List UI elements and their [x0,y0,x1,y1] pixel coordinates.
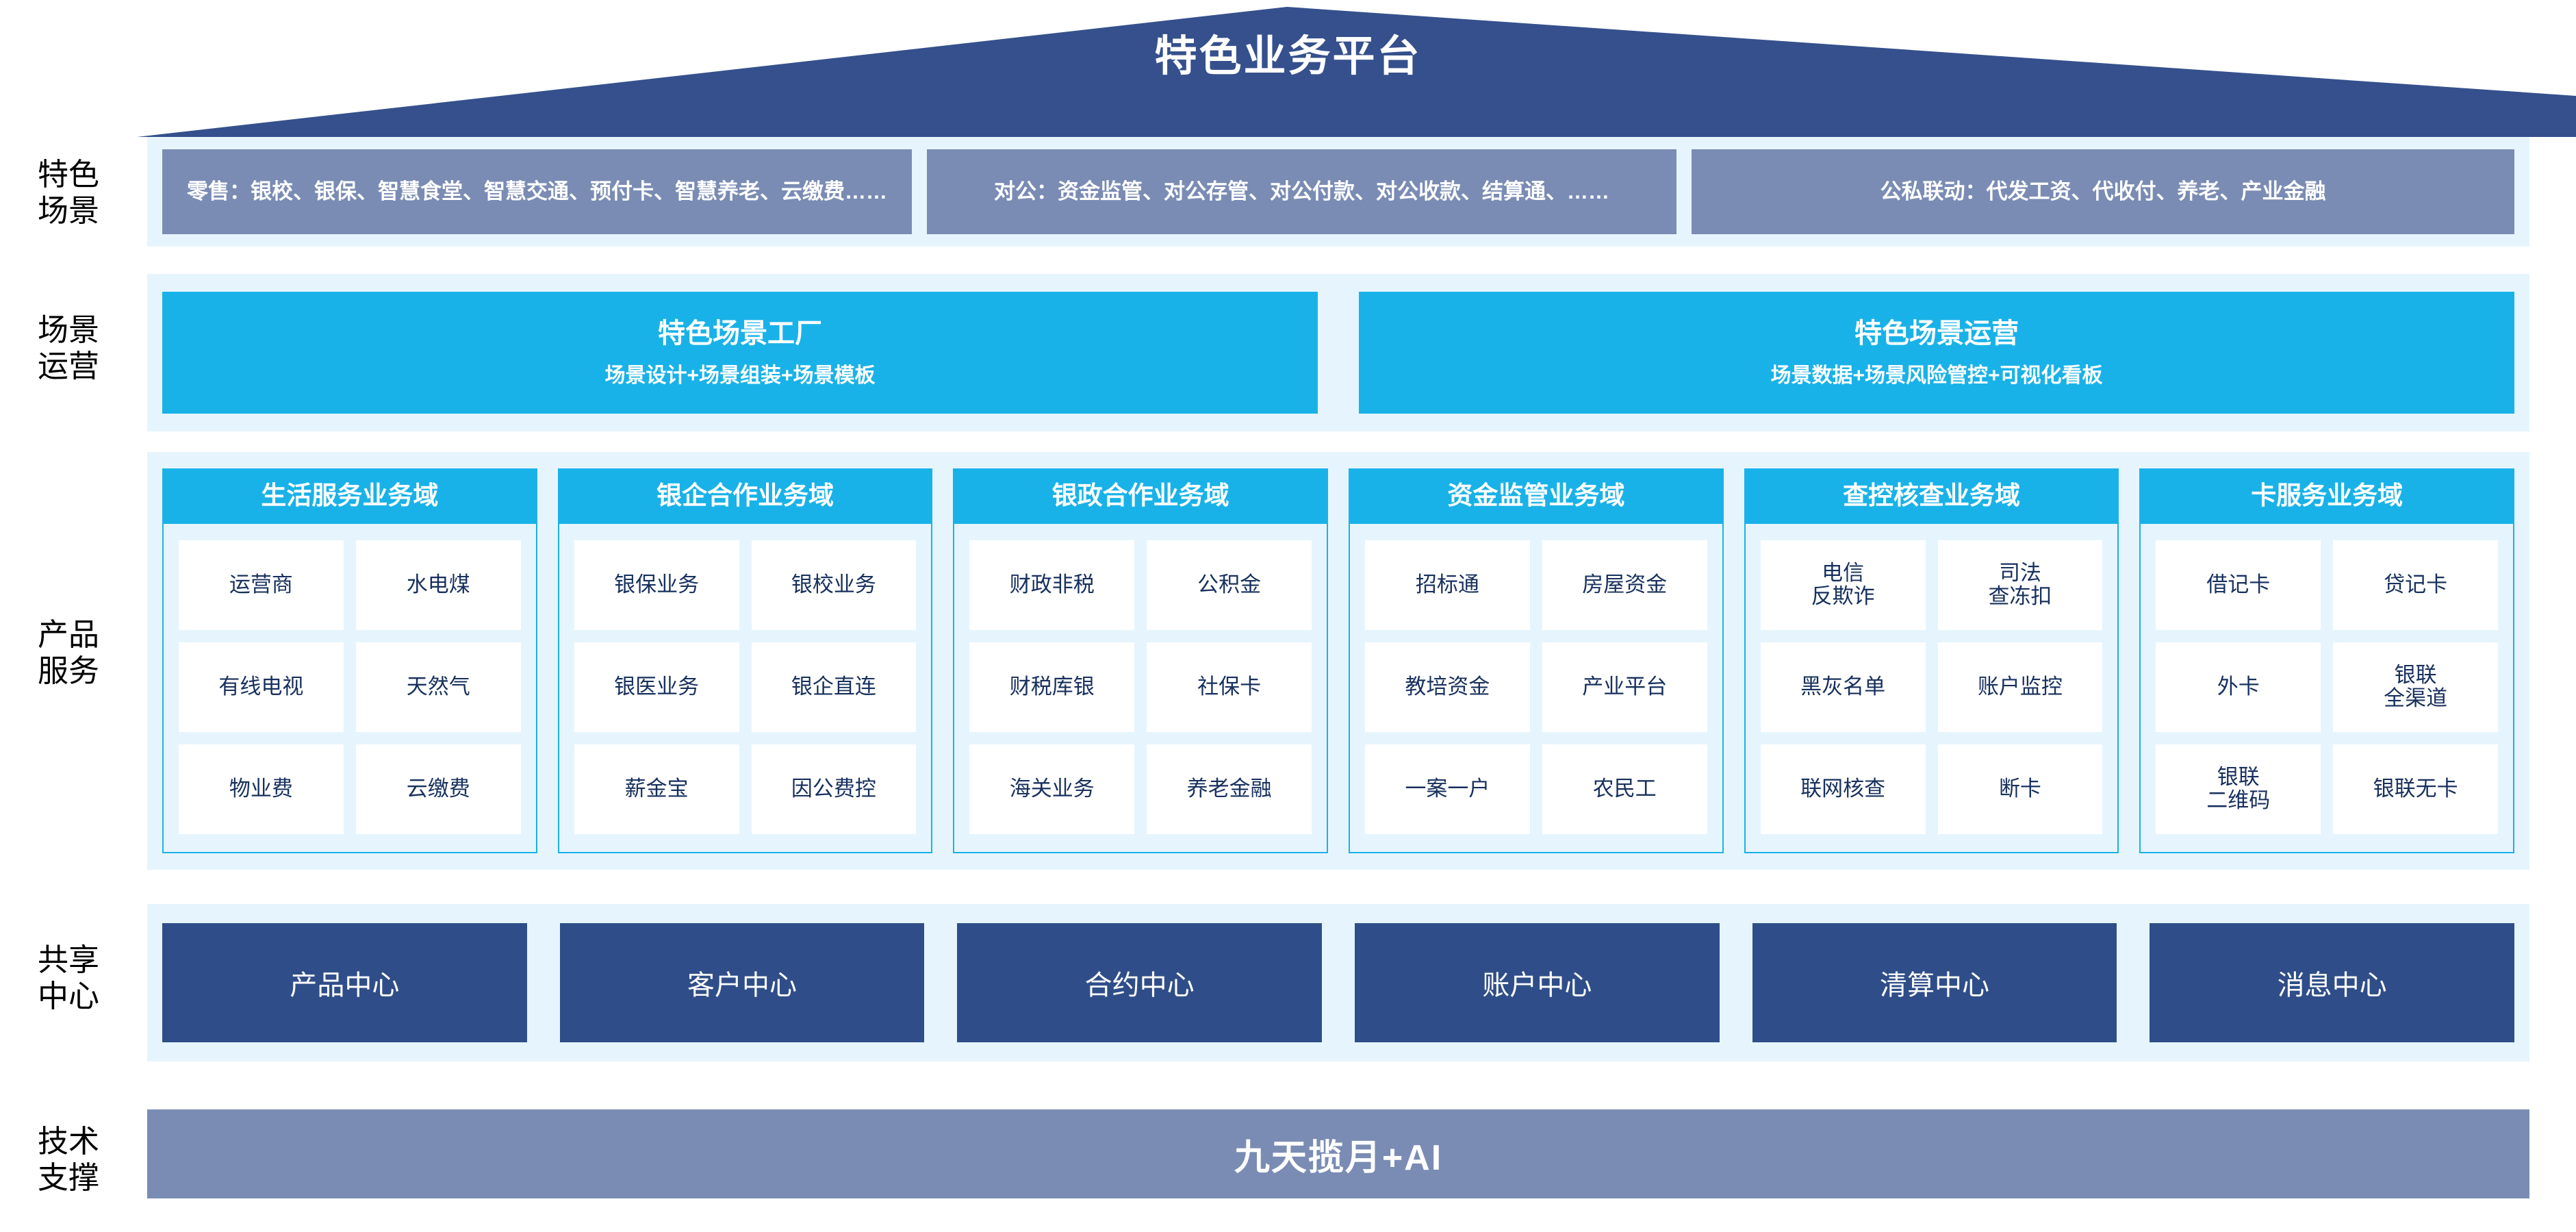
domain-column-card-services[interactable]: 卡服务业务域 借记卡 贷记卡 外卡 银联 全渠道 银联 二维码 银联无卡 [2139,468,2515,853]
shared-center-contract[interactable]: 合约中心 [957,923,1323,1042]
shared-center-list: 产品中心 客户中心 合约中心 账户中心 清算中心 消息中心 [162,923,2515,1042]
domain-item[interactable]: 银医业务 [574,642,739,732]
shared-center-customer[interactable]: 客户中心 [559,923,925,1042]
operations-subtitle: 场景数据+场景风险管控+可视化看板 [1770,364,2103,387]
domain-item[interactable]: 天然气 [355,642,521,732]
domain-item[interactable]: 社保卡 [1147,642,1312,732]
domain-title: 银政合作业务域 [954,470,1327,524]
domain-column-list: 生活服务业务域 运营商 水电煤 有线电视 天然气 物业费 云缴费 银企合作业务域… [162,468,2515,853]
rail-label-technical: 技术 支撑 [37,1124,99,1196]
operations-title: 特色场景运营 [1854,318,2019,349]
shared-centers-band: 产品中心 客户中心 合约中心 账户中心 清算中心 消息中心 [147,904,2529,1061]
domain-item[interactable]: 银联无卡 [2333,744,2499,834]
domain-item[interactable]: 养老金融 [1147,744,1312,834]
scenario-box-joint[interactable]: 公私联动：代发工资、代收付、养老、产业金融 [1692,149,2514,234]
domain-title: 资金监管业务域 [1350,470,1722,524]
operations-box-list: 特色场景工厂 场景设计+场景组装+场景模板 特色场景运营 场景数据+场景风险管控… [162,292,2514,414]
shared-center-account[interactable]: 账户中心 [1355,923,1720,1042]
domain-item-grid: 招标通 房屋资金 教培资金 产业平台 一案一户 农民工 [1350,524,1722,852]
domain-item[interactable]: 银联 二维码 [2156,744,2321,834]
domain-title: 卡服务业务域 [2141,470,2514,524]
technical-support-band[interactable]: 九天揽月+AI [147,1109,2529,1198]
domain-item[interactable]: 云缴费 [355,744,521,834]
domain-item[interactable]: 断卡 [1937,744,2103,834]
domain-item[interactable]: 财税库银 [969,642,1135,732]
domain-item[interactable]: 农民工 [1542,744,1707,834]
domain-item[interactable]: 司法 查冻扣 [1937,540,2103,630]
domain-item[interactable]: 产业平台 [1542,642,1707,732]
domain-item[interactable]: 因公费控 [751,744,917,834]
domain-item[interactable]: 贷记卡 [2333,540,2499,630]
operations-title: 特色场景工厂 [658,318,822,349]
domain-column-bank-enterprise[interactable]: 银企合作业务域 银保业务 银校业务 银医业务 银企直连 薪金宝 因公费控 [557,468,933,853]
domain-item[interactable]: 房屋资金 [1542,540,1707,630]
domain-title: 查控核查业务域 [1745,470,2118,524]
domain-item[interactable]: 招标通 [1365,540,1530,630]
domain-column-life-services[interactable]: 生活服务业务域 运营商 水电煤 有线电视 天然气 物业费 云缴费 [162,468,537,853]
domain-item[interactable]: 账户监控 [1937,642,2103,732]
domain-item[interactable]: 海关业务 [969,744,1135,834]
domain-item[interactable]: 公积金 [1147,540,1312,630]
domain-column-bank-government[interactable]: 银政合作业务域 财政非税 公积金 财税库银 社保卡 海关业务 养老金融 [953,468,1329,853]
rail-label-products: 产品 服务 [37,617,99,689]
scenario-box-retail[interactable]: 零售：银校、银保、智慧食堂、智慧交通、预付卡、智慧养老、云缴费…… [162,149,912,234]
domain-item[interactable]: 联网核查 [1760,744,1926,834]
domain-item-grid: 电信 反欺诈 司法 查冻扣 黑灰名单 账户监控 联网核查 断卡 [1746,524,2118,852]
platform-roof-banner: 特色业务平台 [0,0,2576,137]
technical-support-label: 九天揽月+AI [1234,1137,1443,1178]
shared-center-settlement[interactable]: 清算中心 [1752,923,2117,1042]
domain-item[interactable]: 外卡 [2156,642,2321,732]
domain-item-grid: 运营商 水电煤 有线电视 天然气 物业费 云缴费 [164,524,536,852]
operations-subtitle: 场景设计+场景组装+场景模板 [604,364,876,387]
domain-item[interactable]: 水电煤 [355,540,521,630]
domain-item[interactable]: 财政非税 [969,540,1135,630]
page-title: 特色业务平台 [1154,33,1422,80]
domain-title: 银企合作业务域 [559,470,932,524]
domain-item[interactable]: 一案一户 [1365,744,1530,834]
operations-band: 特色场景工厂 场景设计+场景组装+场景模板 特色场景运营 场景数据+场景风险管控… [147,274,2529,431]
products-band: 生活服务业务域 运营商 水电煤 有线电视 天然气 物业费 云缴费 银企合作业务域… [147,452,2529,870]
domain-item[interactable]: 银保业务 [574,540,739,630]
rail-label-operations: 场景 运营 [37,312,99,384]
domain-item-grid: 银保业务 银校业务 银医业务 银企直连 薪金宝 因公费控 [559,524,932,852]
rail-label-scenario: 特色 场景 [37,157,99,229]
domain-item[interactable]: 物业费 [179,744,344,834]
scenario-box-corporate[interactable]: 对公：资金监管、对公存管、对公付款、对公收款、结算通、…… [927,149,1676,234]
operations-box-scene-factory[interactable]: 特色场景工厂 场景设计+场景组装+场景模板 [162,292,1318,414]
scenario-band: 零售：银校、银保、智慧食堂、智慧交通、预付卡、智慧养老、云缴费…… 对公：资金监… [147,137,2529,247]
domain-item[interactable]: 薪金宝 [574,744,739,834]
roof-shape-icon [137,7,2576,137]
domain-item[interactable]: 借记卡 [2156,540,2321,630]
scenario-box-list: 零售：银校、银保、智慧食堂、智慧交通、预付卡、智慧养老、云缴费…… 对公：资金监… [162,149,2514,234]
domain-item[interactable]: 运营商 [179,540,344,630]
domain-item[interactable]: 黑灰名单 [1760,642,1926,732]
rail-label-shared: 共享 中心 [37,942,99,1014]
shared-center-product[interactable]: 产品中心 [162,923,527,1042]
domain-title: 生活服务业务域 [164,470,536,524]
operations-box-scene-operations[interactable]: 特色场景运营 场景数据+场景风险管控+可视化看板 [1359,292,2514,414]
domain-column-fund-supervision[interactable]: 资金监管业务域 招标通 房屋资金 教培资金 产业平台 一案一户 农民工 [1349,468,1724,853]
domain-item[interactable]: 电信 反欺诈 [1760,540,1926,630]
domain-item[interactable]: 银校业务 [751,540,917,630]
domain-item[interactable]: 教培资金 [1365,642,1530,732]
domain-item[interactable]: 有线电视 [179,642,344,732]
shared-center-message[interactable]: 消息中心 [2150,923,2515,1042]
domain-column-investigation-control[interactable]: 查控核查业务域 电信 反欺诈 司法 查冻扣 黑灰名单 账户监控 联网核查 断卡 [1744,468,2119,853]
domain-item[interactable]: 银联 全渠道 [2333,642,2499,732]
domain-item-grid: 借记卡 贷记卡 外卡 银联 全渠道 银联 二维码 银联无卡 [2141,524,2513,852]
domain-item[interactable]: 银企直连 [751,642,917,732]
domain-item-grid: 财政非税 公积金 财税库银 社保卡 海关业务 养老金融 [954,524,1327,852]
